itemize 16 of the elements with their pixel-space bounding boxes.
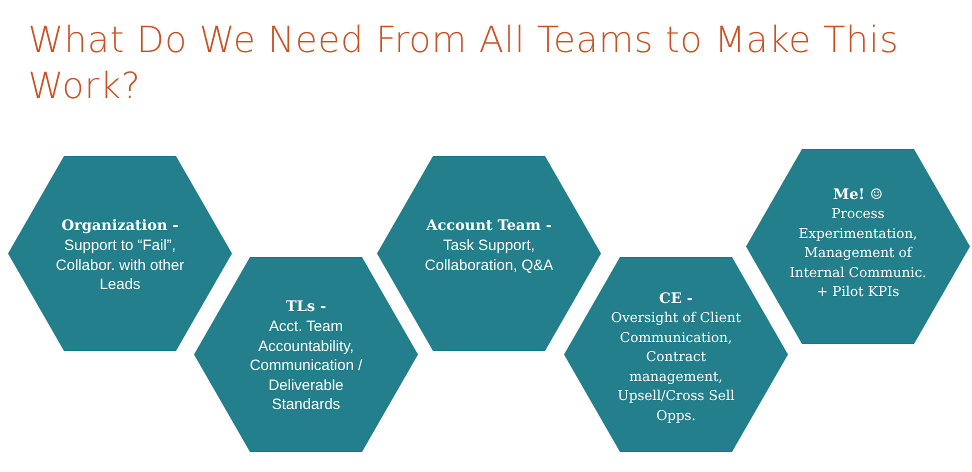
hexagon-heading: Me! ☺ — [833, 185, 883, 205]
hexagon-shape — [746, 149, 970, 344]
hexagon-text: Process Experimentation, Management of Internal Communic. + Pilot KPIs — [788, 205, 928, 302]
hexagon-heading: Account Team - — [426, 216, 552, 236]
slide-title: What Do We Need From All Teams to Make This Work? — [28, 19, 900, 109]
hexagon-text: Task Support, Collaboration, Q&A — [424, 236, 554, 275]
hexagon-shape — [8, 156, 232, 351]
hexagon-text: Acct. Team Accountability, Communication / Deliverable Standards — [248, 317, 364, 414]
hexagon-text: Support to “Fail”, Collabor. with other Leads — [54, 236, 186, 294]
hexagon-heading: TLs - — [286, 297, 326, 317]
hexagon-shape — [564, 257, 788, 452]
hexagon-shape — [377, 156, 601, 351]
hexagon-heading: Organization - — [62, 216, 178, 236]
hexagon-shape — [194, 257, 418, 452]
hexagon-heading: CE - — [659, 289, 693, 309]
hexagon-text: Oversight of Client Communication, Contract management, Upsell/Cross Sell Opps. — [610, 309, 742, 426]
